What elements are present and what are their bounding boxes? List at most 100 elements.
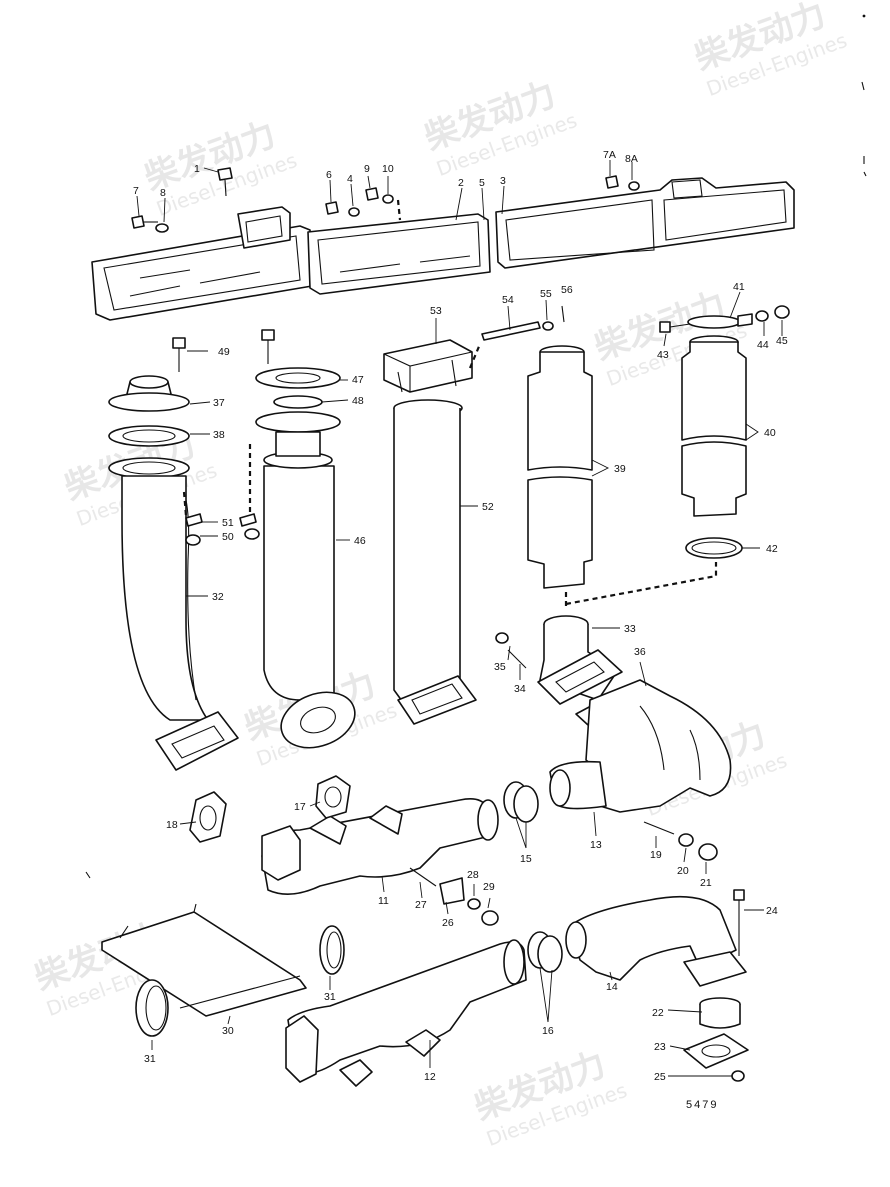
hose-clamp-31	[135, 925, 345, 1037]
gasket-38	[108, 425, 190, 447]
callout-31: 31	[144, 1053, 156, 1065]
callout-25: 25	[654, 1071, 666, 1083]
manifold-13	[549, 679, 732, 813]
callout-36: 35	[494, 661, 506, 673]
callout-47: 47	[352, 374, 364, 386]
bolt-nut-43-44-45	[659, 305, 790, 333]
leader-lines	[136, 160, 783, 1077]
cover-bolts	[131, 167, 640, 233]
callout-19: 19	[650, 849, 662, 861]
heat-shield-30	[101, 903, 307, 1017]
callout-24: 24	[766, 905, 778, 917]
callout-4: 4	[347, 173, 353, 185]
pipe-32	[108, 457, 239, 771]
callout-39: 39	[614, 463, 626, 475]
pipe-46	[255, 411, 356, 749]
callout-20: 20	[677, 865, 689, 877]
callout-52: 52	[482, 501, 494, 513]
callout-40: 40	[764, 427, 776, 439]
callout-labels: 1 7 8 6 4 9 10 2 5 3 7A 8A 49 37 38 47 4…	[133, 149, 788, 1083]
stud-nut-35-36	[495, 632, 527, 669]
pin-54-55-56	[481, 305, 565, 341]
callout-45: 45	[776, 335, 788, 347]
manifold-cover-middle	[307, 213, 491, 295]
manifold-12	[285, 939, 527, 1087]
bolt-49	[172, 329, 275, 372]
bolt-24	[733, 889, 745, 956]
callout-3: 3	[500, 175, 506, 187]
stud-nut-19-20-21	[643, 821, 718, 861]
callout-22: 22	[652, 1007, 664, 1019]
callout-5: 5	[479, 177, 485, 189]
callout-13: 13	[590, 839, 602, 851]
callout-28: 28	[467, 869, 479, 881]
gasket-18	[189, 791, 227, 843]
callout-14: 14	[606, 981, 618, 993]
callout-26: 26	[442, 917, 454, 929]
manifold-cover-left	[91, 206, 313, 321]
callout-31: 31	[324, 991, 336, 1003]
clamp-42	[685, 537, 743, 559]
callout-51: 51	[222, 517, 234, 529]
callout-30: 30	[222, 1025, 234, 1037]
o-rings-16	[527, 931, 563, 973]
watermark: 柴发动力 Diesel-Engines	[419, 74, 580, 181]
callout-21: 21	[700, 877, 712, 889]
callout-17: 17	[294, 801, 306, 813]
callout-43: 43	[657, 349, 669, 361]
callout-53: 53	[430, 305, 442, 317]
gasket-23	[683, 1033, 749, 1069]
pipe-cone-37	[108, 375, 190, 412]
pipe-52	[393, 399, 477, 725]
callout-54: 54	[502, 294, 514, 306]
flange-47	[255, 367, 341, 389]
callout-46: 46	[354, 535, 366, 547]
callout-35: 34	[514, 683, 526, 695]
callout-1: 1	[194, 163, 200, 175]
gasket-17	[315, 775, 351, 819]
callout-41: 41	[733, 281, 745, 293]
clamp-41	[687, 313, 753, 329]
manifold-cover-right	[495, 177, 795, 269]
bushing-22	[699, 997, 741, 1029]
callout-37: 37	[213, 397, 225, 409]
callout-16: 16	[542, 1025, 554, 1037]
manifold-11	[261, 798, 499, 895]
callout-42: 42	[766, 543, 778, 555]
callout-11: 11	[378, 895, 389, 907]
o-rings-15	[503, 781, 539, 823]
callout-38: 38	[213, 429, 225, 441]
dashed-guide	[182, 444, 252, 517]
gasket-48	[273, 395, 323, 409]
watermark: 柴发动力 Diesel-Engines	[689, 0, 850, 101]
elbow-33	[537, 615, 623, 705]
callout-2: 2	[458, 177, 464, 189]
pipe-39	[527, 345, 593, 589]
callout-12: 12	[424, 1071, 436, 1083]
callout-32: 32	[212, 591, 224, 603]
callout-55: 55	[540, 288, 552, 300]
callout-8A: 8A	[625, 153, 638, 165]
callout-15: 15	[520, 853, 532, 865]
callout-44: 44	[757, 339, 769, 351]
pipe-40	[681, 335, 747, 517]
callout-29: 29	[483, 881, 495, 893]
callout-9: 9	[364, 163, 370, 175]
callout-6: 6	[326, 169, 332, 181]
pipe-cover-53	[383, 339, 473, 393]
drawing-number: 5479	[686, 1099, 718, 1111]
callout-50: 50	[222, 531, 234, 543]
callout-33: 33	[624, 623, 636, 635]
callout-7: 7	[133, 185, 139, 197]
callout-27: 27	[415, 899, 427, 911]
callout-34: 36	[634, 646, 646, 658]
callout-10: 10	[382, 163, 394, 175]
margin-marks	[85, 14, 867, 879]
watermark: 柴发动力 Diesel-Engines	[139, 114, 300, 221]
watermark: 柴发动力 Diesel-Engines	[469, 1044, 630, 1151]
callout-8: 8	[160, 187, 166, 199]
washer-25	[731, 1070, 745, 1082]
callout-56: 56	[561, 284, 573, 296]
callout-48: 48	[352, 395, 364, 407]
